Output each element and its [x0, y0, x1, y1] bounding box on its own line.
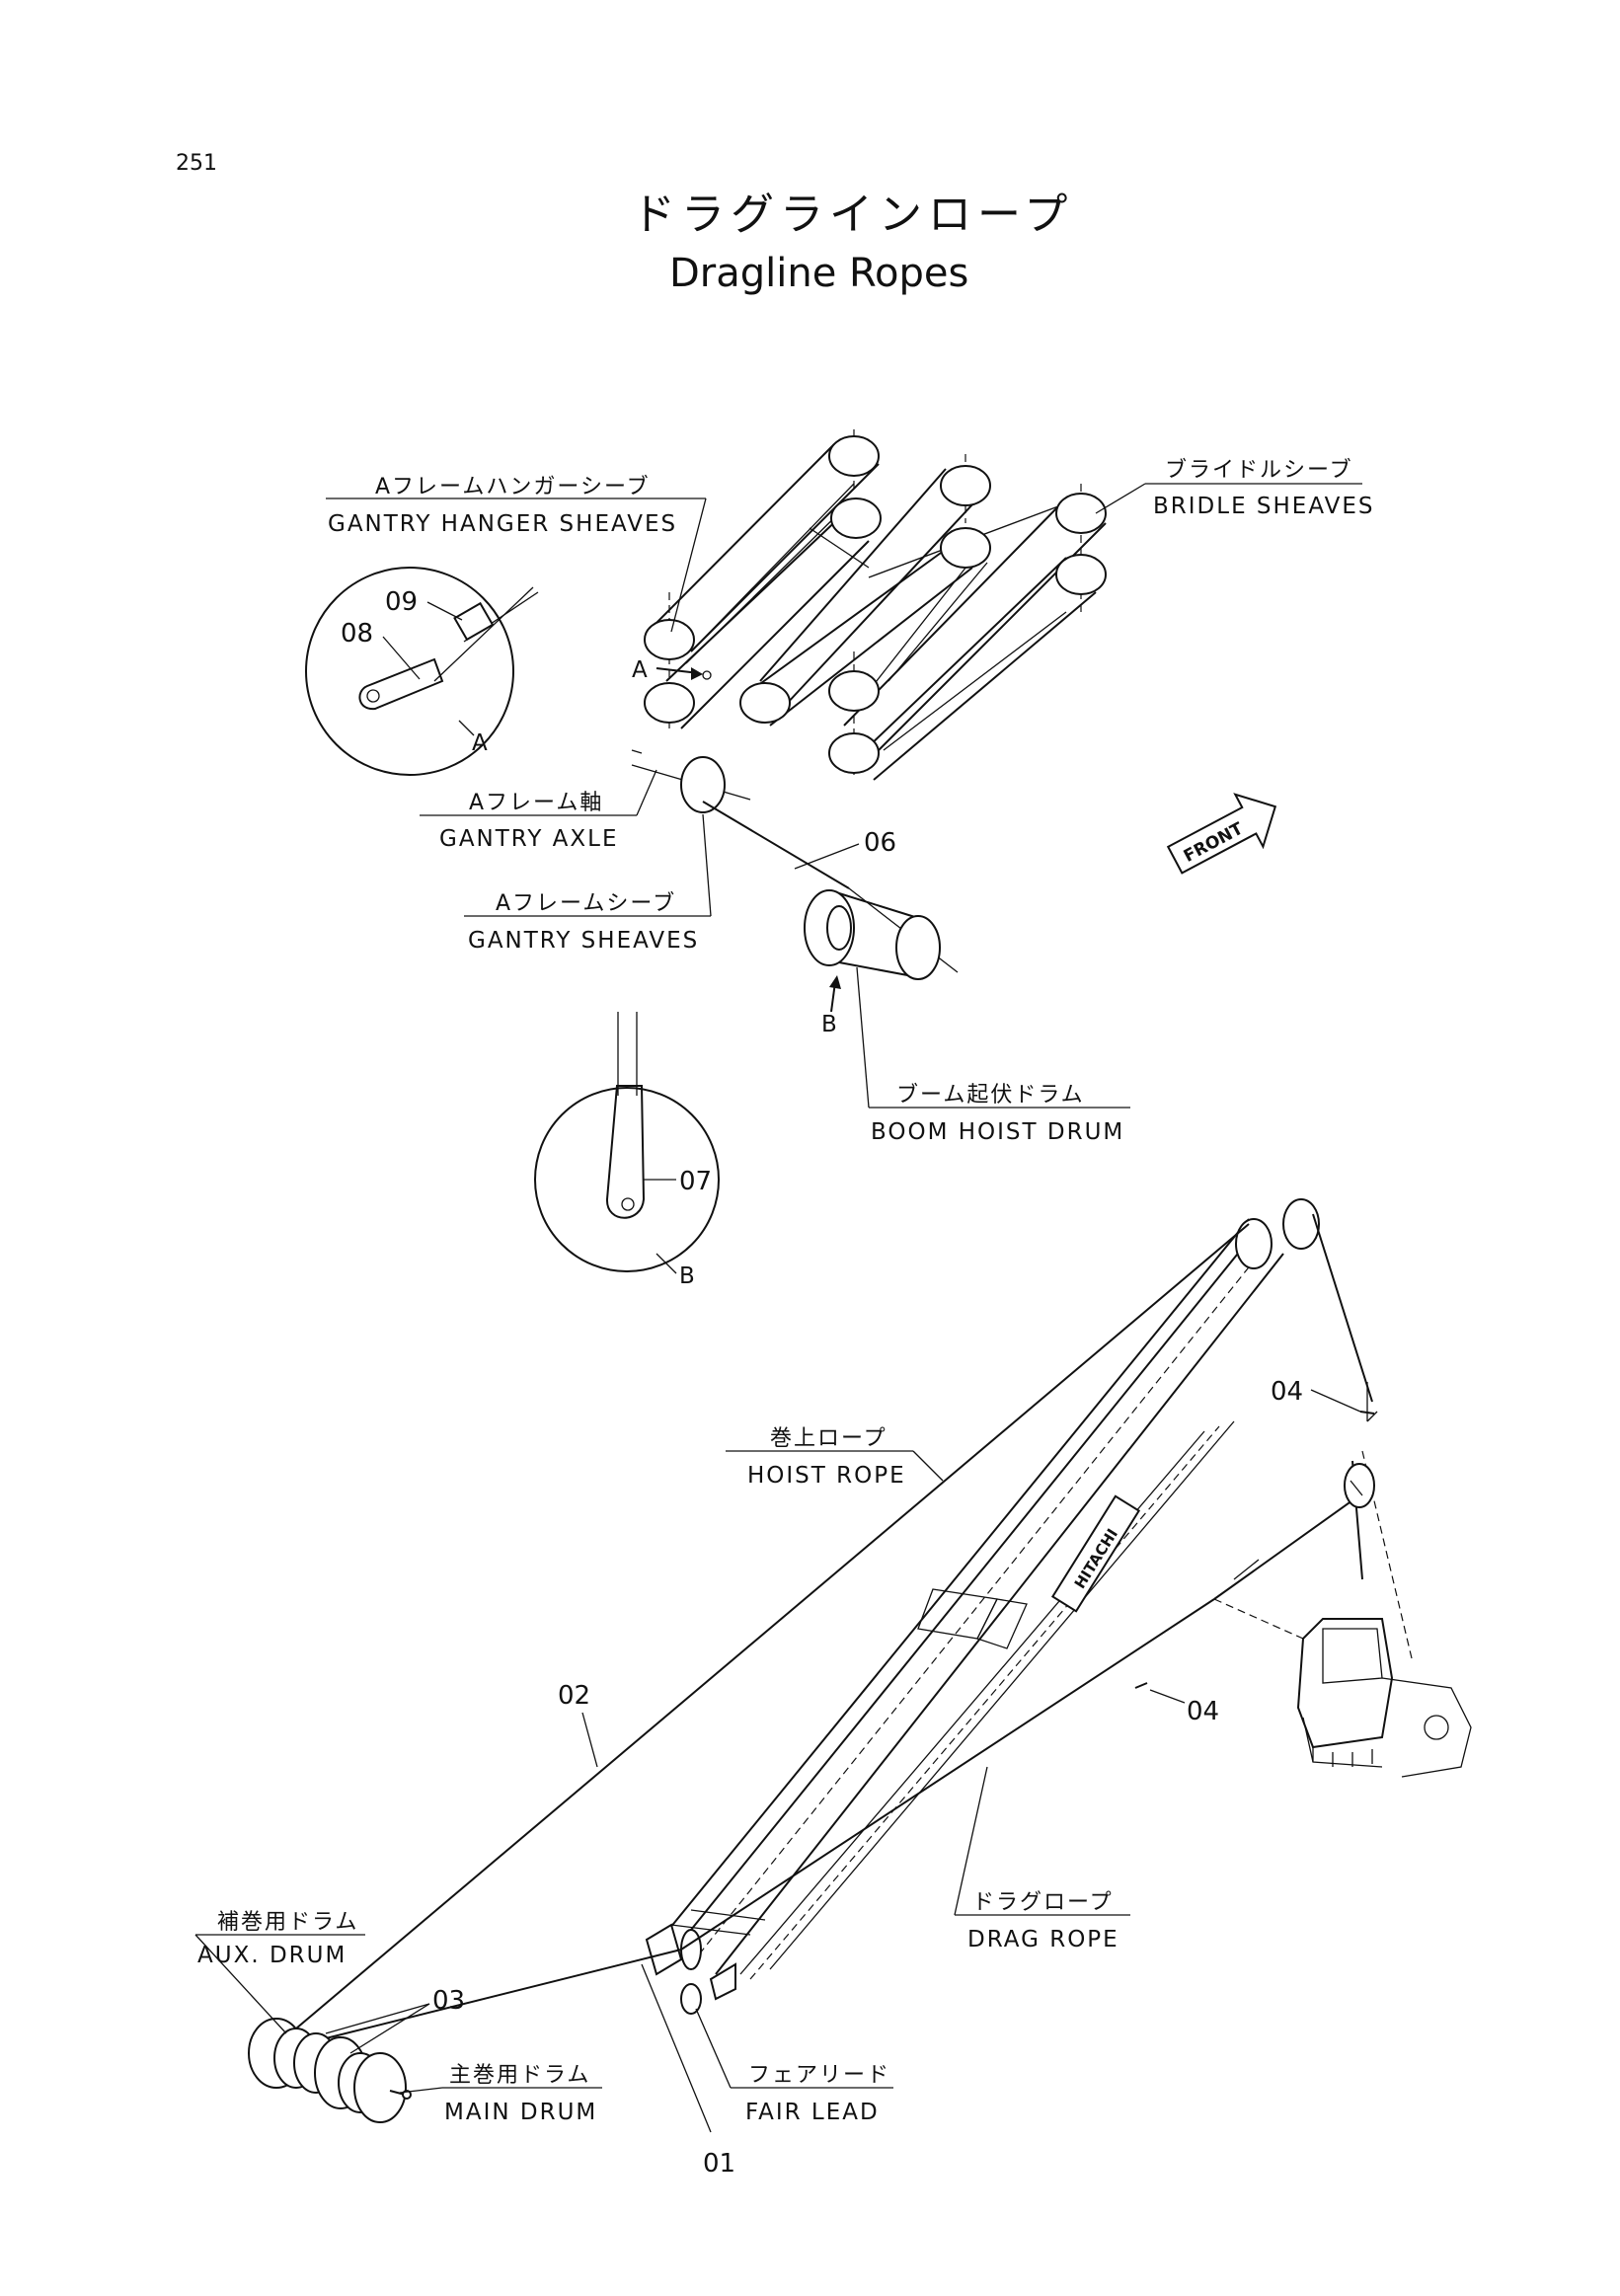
part-06-label: 06: [864, 828, 896, 858]
bridle-sheaves-en: BRIDLE SHEAVES: [1153, 494, 1374, 519]
ropes: [295, 1213, 1413, 2039]
drag-rope-en: DRAG ROPE: [967, 1927, 1119, 1952]
part-04-top-label: 04: [1271, 1377, 1303, 1407]
boom-hoist-drum-en: BOOM HOIST DRUM: [871, 1119, 1124, 1145]
gantry-axle-en: GANTRY AXLE: [439, 826, 619, 852]
part-02-label: 02: [558, 1681, 590, 1711]
part-07-label: 07: [679, 1167, 712, 1196]
page-number: 251: [176, 151, 217, 176]
dragline-bucket: [1296, 1618, 1472, 1778]
part-09-label: 09: [385, 587, 418, 617]
main-drum-en: MAIN DRUM: [444, 2100, 597, 2125]
view-a-arrow-label: A: [632, 657, 650, 683]
fair-lead-en: FAIR LEAD: [745, 2100, 880, 2125]
gantry-sheaves-jp: Aフレームシーブ: [496, 891, 676, 916]
leader-lines: [194, 483, 1362, 2133]
hoist-rope-jp: 巻上ロープ: [770, 1426, 887, 1451]
gantry-axle-assembly: [631, 749, 751, 813]
title-english: Dragline Ropes: [669, 251, 968, 296]
drag-rope-jp: ドラグロープ: [972, 1890, 1114, 1915]
view-a-circle-label: A: [472, 730, 490, 756]
gantry-hanger-sheaves-jp: Aフレームハンガーシーブ: [375, 475, 651, 499]
part-08-label: 08: [341, 619, 373, 649]
part-03-label: 03: [432, 1986, 465, 2016]
boom-hoist-drum-assembly: B: [702, 801, 959, 1037]
detail-a-view: 09 08 A: [305, 567, 539, 776]
boom: HITACHI: [645, 1198, 1320, 2001]
aux-drum-jp: 補巻用ドラム: [217, 1910, 358, 1935]
part-01-label: 01: [703, 2149, 735, 2179]
title-japanese: ドラグラインロープ: [632, 190, 1073, 240]
main-drum-jp: 主巻用ドラム: [449, 2063, 590, 2088]
view-b-circle-label: B: [679, 1263, 697, 1289]
sheave-assembly: A: [632, 429, 1107, 781]
front-direction-marker: FRONT: [1166, 793, 1277, 875]
hoist-rope-en: HOIST ROPE: [747, 1463, 906, 1489]
part-04-bottom-label: 04: [1187, 1697, 1219, 1726]
fair-lead-jp: フェアリード: [748, 2063, 890, 2088]
aux-drum-en: AUX. DRUM: [197, 1943, 347, 1968]
aux-and-main-drums: [248, 2018, 412, 2123]
callouts: Aフレームハンガーシーブ GANTRY HANGER SHEAVES ブライドル…: [197, 458, 1374, 2179]
gantry-sheaves-en: GANTRY SHEAVES: [468, 928, 699, 954]
bridle-sheaves-jp: ブライドルシーブ: [1165, 458, 1353, 483]
detail-b-view: 07 B: [534, 1012, 720, 1289]
boom-hoist-drum-jp: ブーム起伏ドラム: [896, 1083, 1085, 1108]
view-b-arrow-label: B: [821, 1012, 839, 1037]
gantry-hanger-sheaves-en: GANTRY HANGER SHEAVES: [328, 511, 677, 537]
gantry-axle-jp: Aフレーム軸: [469, 791, 603, 815]
